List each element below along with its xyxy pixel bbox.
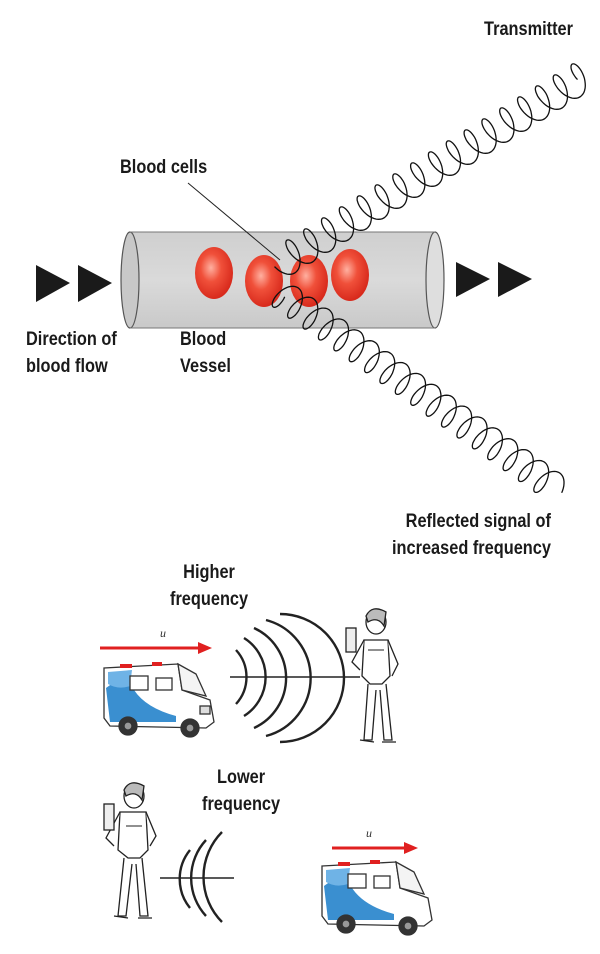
- transmitted-wave: [274, 63, 586, 275]
- listener-person-bottom: [103, 782, 157, 919]
- vessel-line-2: Vessel: [180, 356, 231, 377]
- listener-person-top: [345, 608, 399, 743]
- reflected-wave: [271, 285, 565, 494]
- blood-cell: [245, 255, 283, 307]
- lower-line-1: Lower: [216, 767, 266, 788]
- vessel-line-1: Blood: [180, 329, 227, 350]
- velocity-arrow-top: [100, 642, 212, 654]
- higher-line-1: Higher: [183, 562, 235, 583]
- higher-frequency-label: Higher frequency: [170, 559, 248, 613]
- ambulance-approaching: [103, 662, 215, 738]
- blood-cells-leader: [187, 182, 281, 261]
- direction-line-1: Direction of: [26, 329, 117, 350]
- flow-arrows-right: [456, 262, 532, 297]
- blood-cell: [195, 247, 233, 299]
- reflected-signal-label: Reflected signal of increased frequency: [392, 508, 551, 562]
- velocity-symbol-top: u: [160, 626, 166, 640]
- stretched-sound-waves: [160, 831, 234, 923]
- velocity-arrow-bottom: [332, 842, 418, 854]
- blood-vessel-label: Blood Vessel: [180, 326, 231, 380]
- transmitter-label: Transmitter: [484, 19, 573, 40]
- blood-cell: [331, 249, 369, 301]
- blood-vessel: [120, 231, 445, 329]
- higher-line-2: frequency: [170, 589, 249, 610]
- blood-cells-label: Blood cells: [120, 157, 208, 178]
- direction-line-2: blood flow: [26, 356, 108, 377]
- ambulance-receding: [321, 860, 433, 936]
- reflected-line-2: increased frequency: [392, 538, 551, 559]
- flow-arrows-left: [36, 265, 112, 302]
- velocity-symbol-bottom: u: [366, 826, 372, 840]
- reflected-line-1: Reflected signal of: [405, 511, 551, 532]
- lower-line-2: frequency: [202, 794, 281, 815]
- compressed-sound-waves: [230, 612, 360, 744]
- direction-of-flow-label: Direction of blood flow: [26, 326, 117, 380]
- lower-frequency-label: Lower frequency: [202, 764, 280, 818]
